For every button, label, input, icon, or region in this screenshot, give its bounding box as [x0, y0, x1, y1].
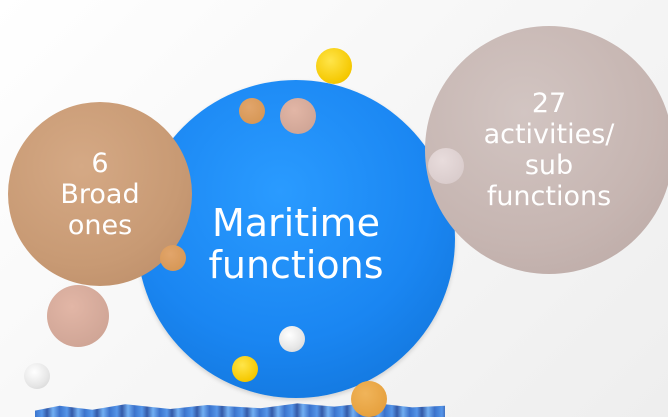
- right-number: 27: [531, 88, 567, 119]
- decorative-dot: [232, 356, 258, 382]
- decorative-dot: [316, 48, 352, 84]
- decorative-dot: [160, 245, 186, 271]
- sub-functions-circle: 27 activities/ sub functions: [425, 26, 668, 274]
- decorative-dot: [279, 326, 305, 352]
- decorative-dot: [280, 98, 316, 134]
- left-label: Broad ones: [60, 178, 140, 241]
- decorative-dot: [239, 98, 265, 124]
- decorative-dot: [47, 285, 109, 347]
- center-label: Maritime functions: [208, 201, 384, 287]
- water-image-strip: [35, 402, 445, 417]
- left-number: 6: [91, 147, 109, 179]
- decorative-dot: [24, 363, 50, 389]
- decorative-dot: [428, 148, 464, 184]
- right-label: activities/ sub functions: [483, 119, 615, 212]
- decorative-dot: [351, 381, 387, 417]
